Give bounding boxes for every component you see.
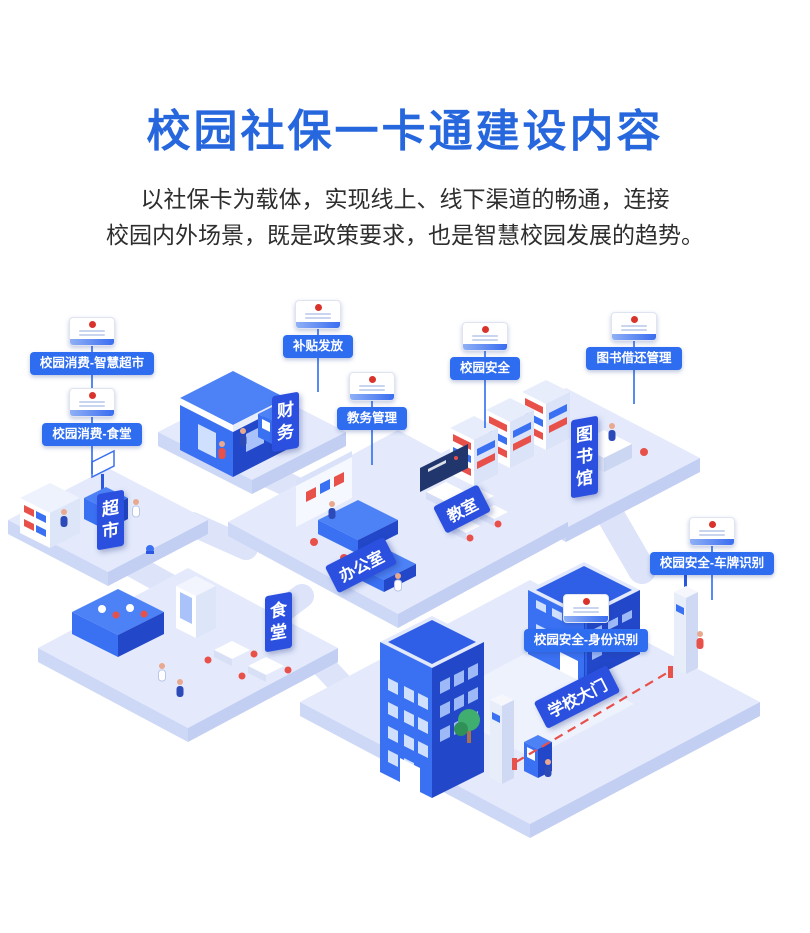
- callout-label-book-management: 图书借还管理: [586, 347, 682, 370]
- callout-label-subsidy: 补贴发放: [282, 335, 353, 358]
- social-security-card-icon: [69, 317, 115, 346]
- card-emblem-icon: [708, 521, 716, 528]
- intro-line-1: 以社保卡为载体，实现线上、线下渠道的畅通，连接: [140, 186, 670, 212]
- social-security-card-icon: [69, 388, 115, 417]
- finance-shop-building: [180, 371, 286, 477]
- canteen-fixtures: [72, 576, 292, 682]
- social-security-card-icon: [349, 372, 395, 401]
- people-figures: [60, 423, 704, 777]
- card-emblem-icon: [630, 316, 638, 323]
- callout-academic-affairs: 教务管理: [302, 372, 442, 430]
- gate-barrier-line: [515, 669, 673, 763]
- card-emblem-icon: [88, 321, 96, 328]
- card-emblem-icon: [582, 598, 590, 605]
- callout-label-smart-supermarket: 校园消费-智慧超市: [29, 352, 155, 375]
- card-emblem-icon: [88, 392, 96, 399]
- gate-main-building: [380, 616, 484, 798]
- area-tag-supermarket: 超市: [97, 489, 124, 551]
- intro-paragraph: 以社保卡为载体，实现线上、线下渠道的畅通，连接校园内外场景，既是政策要求，也是智…: [0, 182, 810, 253]
- card-emblem-icon: [314, 304, 322, 311]
- callout-plate-recognition: 校园安全-车牌识别: [632, 517, 792, 575]
- callout-subsidy: 补贴发放: [248, 300, 388, 358]
- callout-label-plate-recognition: 校园安全-车牌识别: [649, 552, 775, 575]
- callout-label-identity-recognition: 校园安全-身份识别: [523, 629, 649, 652]
- social-security-card-icon: [689, 517, 735, 546]
- social-security-card-icon: [611, 312, 657, 341]
- callout-label-campus-security: 校园安全: [449, 357, 520, 380]
- social-security-card-icon: [563, 594, 609, 623]
- social-security-card-icon: [462, 322, 508, 351]
- area-tag-canteen: 食堂: [265, 591, 292, 653]
- card-emblem-icon: [368, 376, 376, 383]
- intro-line-2: 校园内外场景，既是政策要求，也是智慧校园发展的趋势。: [106, 221, 704, 248]
- area-tag-finance: 财务: [272, 391, 299, 453]
- card-emblem-icon: [481, 326, 489, 333]
- callout-label-canteen-consumption: 校园消费-食堂: [42, 423, 142, 446]
- callout-book-management: 图书借还管理: [564, 312, 704, 370]
- page-title: 校园社保一卡通建设内容: [146, 107, 664, 156]
- callout-canteen-consumption: 校园消费-食堂: [12, 388, 172, 446]
- area-tag-library: 图书馆: [571, 415, 598, 499]
- gate-structures: [454, 566, 698, 784]
- callout-campus-security: 校园安全: [415, 322, 555, 380]
- callout-identity-recognition: 校园安全-身份识别: [506, 594, 666, 652]
- social-security-card-icon: [295, 300, 341, 329]
- callout-smart-supermarket: 校园消费-智慧超市: [12, 317, 172, 375]
- callout-label-academic-affairs: 教务管理: [336, 407, 407, 430]
